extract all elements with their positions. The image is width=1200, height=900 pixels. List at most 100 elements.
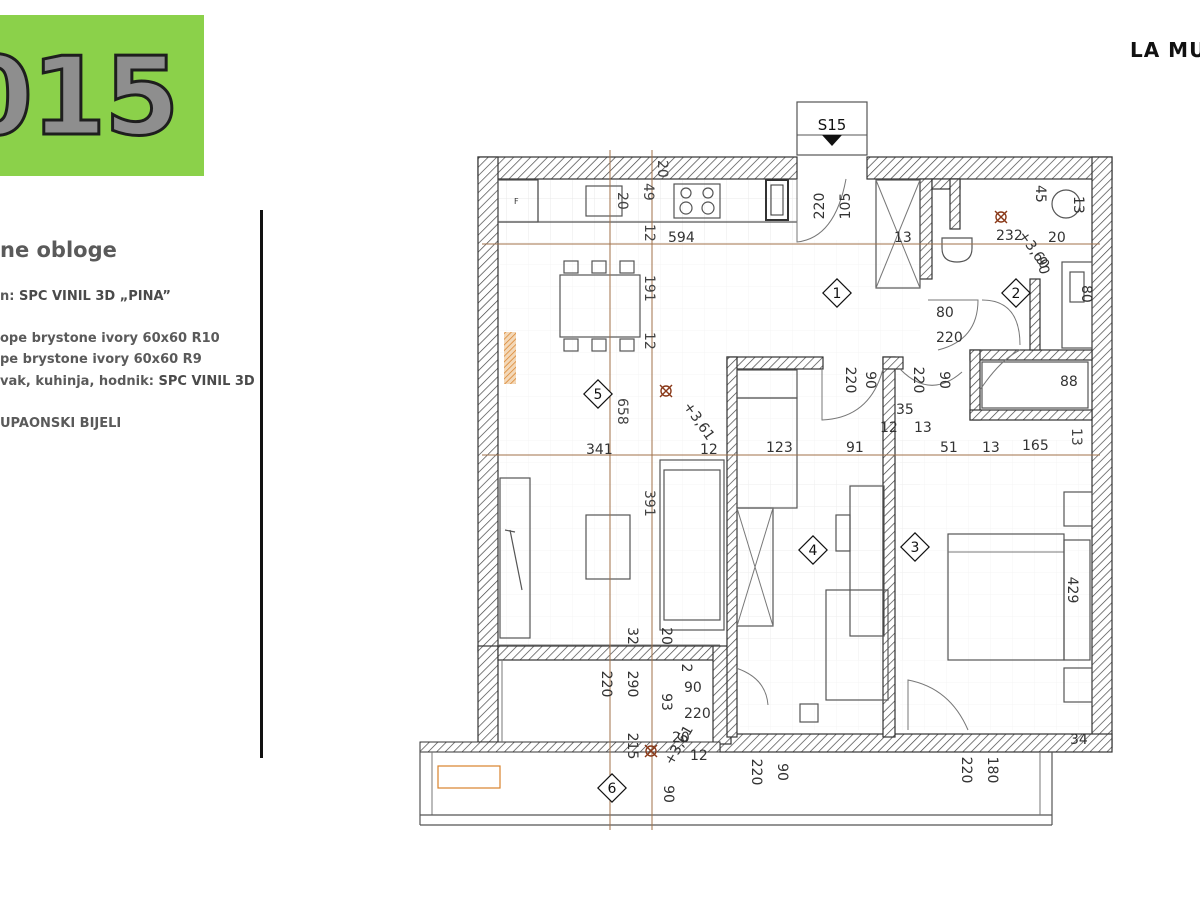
dim-13d: 13 [894,230,912,246]
legend-line-tile-r10: ope brystone ivory 60x60 R10 [0,331,220,346]
bedroom-furniture [947,491,1093,703]
radiator [504,332,516,384]
unit-number: 015 [0,34,181,162]
doors [735,178,1021,731]
dim-80: 80 [936,305,954,321]
dim-341: 341 [586,442,613,458]
dim-93: 93 [658,693,674,711]
dim-220-terrace: 220 [598,671,614,698]
dim-220-bath: 220 [936,330,963,346]
legend-divider [260,210,263,758]
room-tag-2: 2 [1001,278,1031,308]
room-number-5: 5 [594,387,603,403]
dim-32: 32 [624,627,640,645]
unit-number-badge: 015 [0,15,204,176]
dim-220-r4: 220 [842,367,858,394]
dim-91: 91 [846,440,864,456]
room-tag-4: 4 [798,535,828,565]
legend-line-label: vak, kuhinja, hodnik: [0,374,159,389]
dim-35: 35 [896,402,914,418]
dim-90-r3: 90 [936,371,952,389]
legend-line-value: SPC VINIL 3D „PINA” [18,289,171,304]
dim-90: 90 [1032,255,1052,276]
dining-table [559,260,641,352]
dim-12: 12 [641,224,657,242]
brand-logo-text: LA MU [1130,38,1200,62]
room-number-6: 6 [608,781,617,797]
dim-49: 49 [640,183,656,201]
dim-391: 391 [641,490,657,517]
room-tags: 1 2 3 4 5 6 [583,278,1031,803]
stair-label: S15 [818,116,847,134]
dim-90-r4-door: 90 [774,763,790,781]
dimension-labels: 594 220 105 20 20 49 12 191 12 391 658 3… [586,160,1094,803]
dim-215: 215 [624,733,640,760]
kitchen-counter: F [497,179,797,223]
dim-165: 165 [1022,438,1049,454]
dim-594: 594 [668,230,695,246]
dim-123: 123 [766,440,793,456]
bedroom2-floor-grid [740,480,890,730]
dim-90-door: 90 [684,680,702,696]
dim-220-r3-door: 220 [958,757,974,784]
terrace [419,660,1053,826]
dim-12e: 12 [690,748,708,764]
bathroom-fixtures [875,179,1093,409]
room-number-2: 2 [1012,286,1021,302]
legend-line-value: SPC VINIL 3D [158,374,255,389]
legend-line-label: n: [0,289,19,304]
dim-13e: 13 [1070,196,1086,214]
dim-658: 658 [614,398,630,425]
room4-furniture [736,369,889,723]
dim-90-r4: 90 [862,371,878,389]
dim-220-door: 220 [684,706,711,722]
dim-20: 20 [614,192,630,210]
dimension-lines [482,150,1100,830]
dim-20-top: 20 [654,160,670,178]
dim-80-bath: 80 [1078,285,1094,303]
dim-13c: 13 [914,420,932,436]
interior-walls [726,178,1093,738]
dim-45: 45 [1032,185,1048,203]
legend-line-label: ope brystone ivory 60x60 R10 [0,331,220,346]
dim-51: 51 [940,440,958,456]
dim-290: 290 [624,671,640,698]
room-tag-1: 1 [822,278,852,308]
dim-20c: 20 [658,627,674,645]
dim-180: 180 [984,757,1000,784]
room-number-4: 4 [809,543,818,559]
room-number-3: 3 [911,540,920,556]
dim-191: 191 [641,275,657,302]
room-tag-6: 6 [597,773,627,803]
room-tag-3: 3 [900,532,930,562]
fridge-label: F [514,197,519,206]
dim-220-r3: 220 [910,367,926,394]
living-furniture [498,459,725,646]
dim-88: 88 [1060,374,1078,390]
kitchen-floor-grid [498,180,798,240]
legend-line-label: UPAONSKI BIJELI [0,416,122,431]
legend-line-tile-r9: pe brystone ivory 60x60 R9 [0,352,202,367]
dim-12d: 12 [880,420,898,436]
legend-title: ne obloge [0,238,117,262]
dim-429: 429 [1064,577,1080,604]
dim-13b: 13 [1068,428,1084,446]
bedroom-floor-grid [900,440,1098,730]
dim-232: 232 [996,228,1023,244]
dim-105: 105 [838,193,854,220]
dim-20b: 20 [1048,230,1066,246]
dim-12c: 12 [700,442,718,458]
dim-90-terrace: 90 [660,785,676,803]
dim-12b: 12 [641,332,657,350]
legend-line-sanitary: UPAONSKI BIJELI [0,416,121,431]
legend-line-vinyl: n: SPC VINIL 3D „PINA” [0,289,171,304]
exterior-walls [477,156,1113,753]
dim-13: 13 [982,440,1000,456]
dim-220-r4-door: 220 [748,759,764,786]
room-tag-5: 5 [583,379,613,409]
room-number-1: 1 [833,286,842,302]
dim-34: 34 [1070,732,1088,748]
legend-line-living: vak, kuhinja, hodnik: SPC VINIL 3D [0,374,255,389]
legend-line-label: pe brystone ivory 60x60 R9 [0,352,202,367]
